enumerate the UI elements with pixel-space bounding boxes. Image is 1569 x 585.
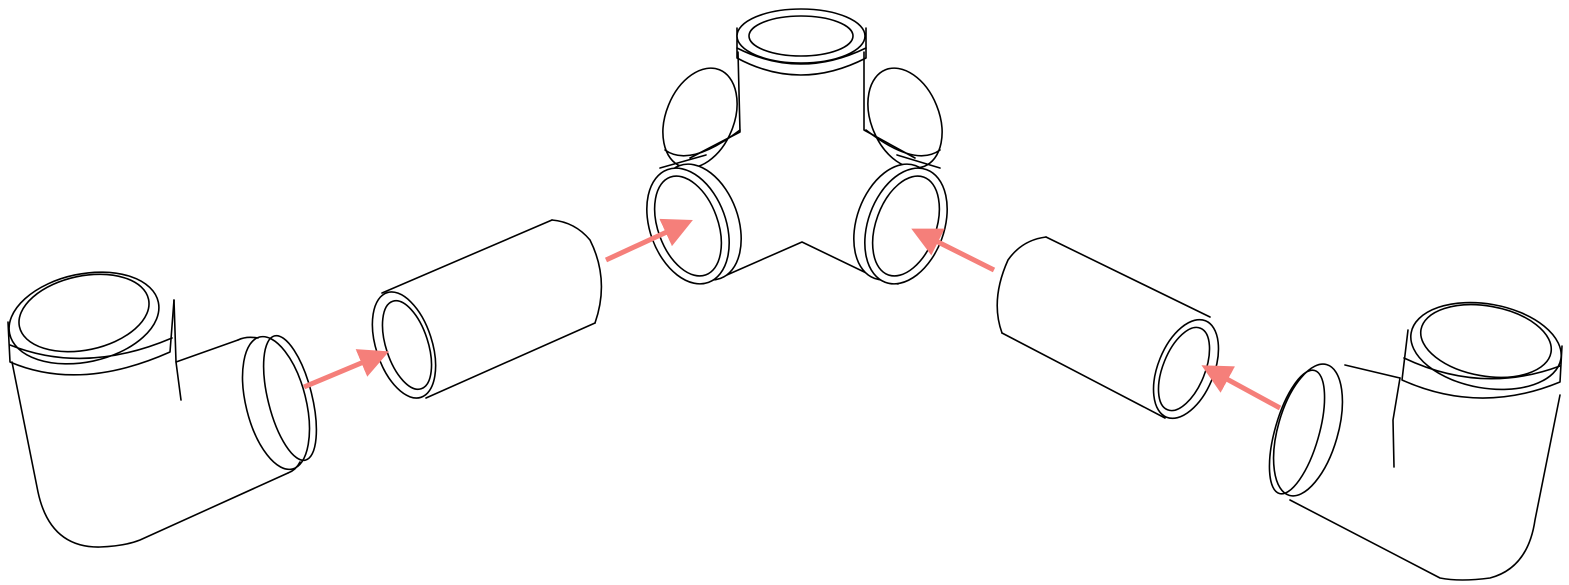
insert-arrow-icon: [304, 356, 378, 387]
center-four-way-fitting-icon: [632, 9, 962, 295]
left-pipe-segment-icon: [360, 220, 601, 406]
right-elbow-fitting-icon: [1258, 291, 1568, 580]
left-elbow-fitting-icon: [1, 259, 327, 547]
right-pipe-segment-icon: [997, 237, 1231, 428]
insert-arrow-icon: [1212, 371, 1280, 408]
